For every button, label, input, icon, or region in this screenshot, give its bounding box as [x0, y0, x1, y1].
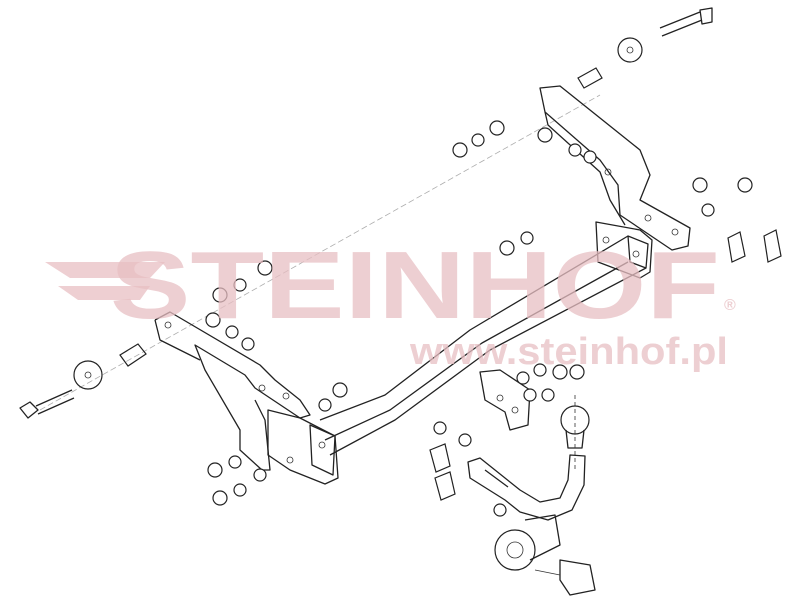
right-mounting-bracket: [539, 85, 691, 251]
fastener-group-bottom: [207, 421, 507, 517]
url-watermark: www.steinhof.pl: [409, 331, 728, 373]
brand-watermark: STEINHOF: [110, 232, 720, 339]
long-bolts: [19, 7, 713, 419]
registered-mark: ®: [724, 297, 736, 314]
socket-bracket: [479, 369, 531, 431]
steinhof-swoosh-logo: [45, 262, 165, 300]
nuts-and-washers: [205, 120, 782, 517]
crossbar: [319, 235, 647, 456]
steinhof-watermark: STEINHOF ® www.steinhof.pl: [45, 232, 736, 373]
fastener-group-top-right: [452, 120, 782, 263]
left-mounting-bracket: [154, 311, 311, 471]
towball-neck: [467, 395, 590, 521]
electrical-socket: [494, 514, 596, 596]
fastener-group-center: [205, 231, 585, 412]
left-end-plate: [267, 409, 339, 485]
